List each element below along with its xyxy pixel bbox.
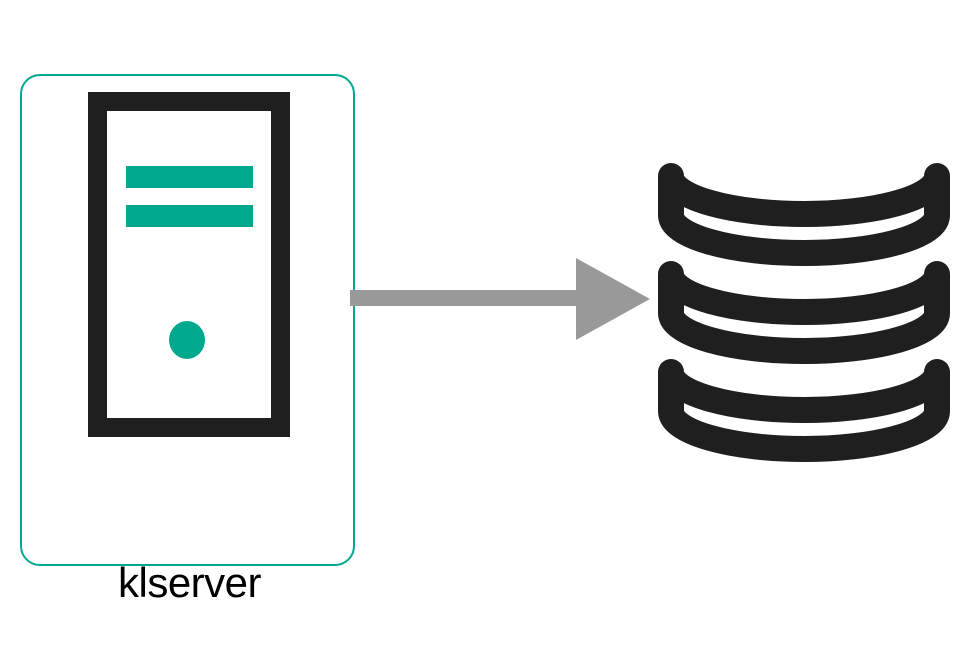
arrow-right-icon [350,258,650,340]
arrow-shaft [350,290,578,306]
database-cylinder-icon [658,163,950,462]
database-disk-bottom [658,359,950,462]
server-vent-bar-1 [126,166,253,188]
server-power-dot-icon [169,321,205,359]
server-to-database-arrow[interactable] [350,250,660,350]
server-node-label-line-1: klserver [117,559,262,606]
server-tower-face [107,111,271,418]
database-disk-top [658,163,950,266]
arrow-head [576,258,650,340]
server-node-label: klserver kliam [22,450,357,670]
database-node[interactable] [648,108,960,482]
database-disk-middle [658,261,950,364]
server-vent-bar-2 [126,205,253,227]
server-node[interactable]: klserver kliam [20,74,355,606]
server-tower-icon [88,92,290,437]
